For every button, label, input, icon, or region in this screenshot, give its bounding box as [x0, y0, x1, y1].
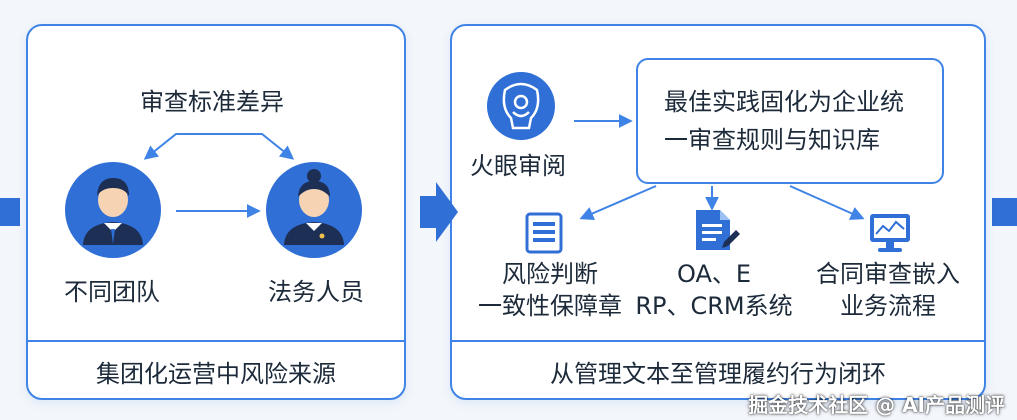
- risk-consistency-label: 风险判断 一致性保障章: [470, 258, 630, 322]
- risk-consistency-line-1: 风险判断: [502, 260, 598, 288]
- team-avatar-icon: [65, 162, 161, 258]
- systems-line-1: OA、E: [676, 260, 752, 288]
- rule-box-line-1: 最佳实践固化为企业统: [664, 88, 904, 116]
- standards-difference-title: 审查标准差异: [140, 88, 284, 116]
- file-edit-icon: [696, 210, 740, 250]
- workflow-embed-line-2: 业务流程: [840, 292, 936, 320]
- flow-bar-left: [0, 198, 20, 226]
- right-panel-footer: 从管理文本至管理履约行为闭环: [550, 359, 886, 388]
- huoyan-review-icon: [487, 72, 555, 140]
- rules-to-workflow-arrow: [789, 185, 865, 220]
- systems-label: OA、E RP、CRM系统: [630, 258, 798, 322]
- team-label: 不同团队: [64, 278, 160, 306]
- systems-line-2: RP、CRM系统: [635, 292, 793, 320]
- watermark: 掘金技术社区 @ AI产品测评: [748, 393, 1005, 417]
- rule-box-line-2: 一审查规则与知识库: [664, 126, 880, 154]
- tool-label: 火眼审阅: [470, 152, 566, 180]
- monitor-chart-icon: [870, 214, 910, 252]
- workflow-embed-line-1: 合同审查嵌入: [816, 260, 960, 288]
- left-panel-footer: 集团化运营中风险来源: [96, 359, 336, 388]
- panel-divider: [452, 340, 984, 342]
- flow-chevron-icon: [420, 182, 458, 242]
- legal-staff-label: 法务人员: [268, 278, 364, 306]
- document-list-icon: [525, 212, 563, 254]
- rule-box: 最佳实践固化为企业统 一审查规则与知识库: [636, 58, 944, 184]
- panel-divider: [28, 340, 404, 342]
- rules-to-risk-arrow: [579, 185, 657, 220]
- risk-consistency-line-2: 一致性保障章: [478, 292, 622, 320]
- difference-arrow: [143, 133, 295, 160]
- legal-staff-avatar-icon: [266, 162, 362, 258]
- workflow-embed-label: 合同审查嵌入 业务流程: [808, 258, 968, 322]
- flow-bar-right: [992, 198, 1017, 226]
